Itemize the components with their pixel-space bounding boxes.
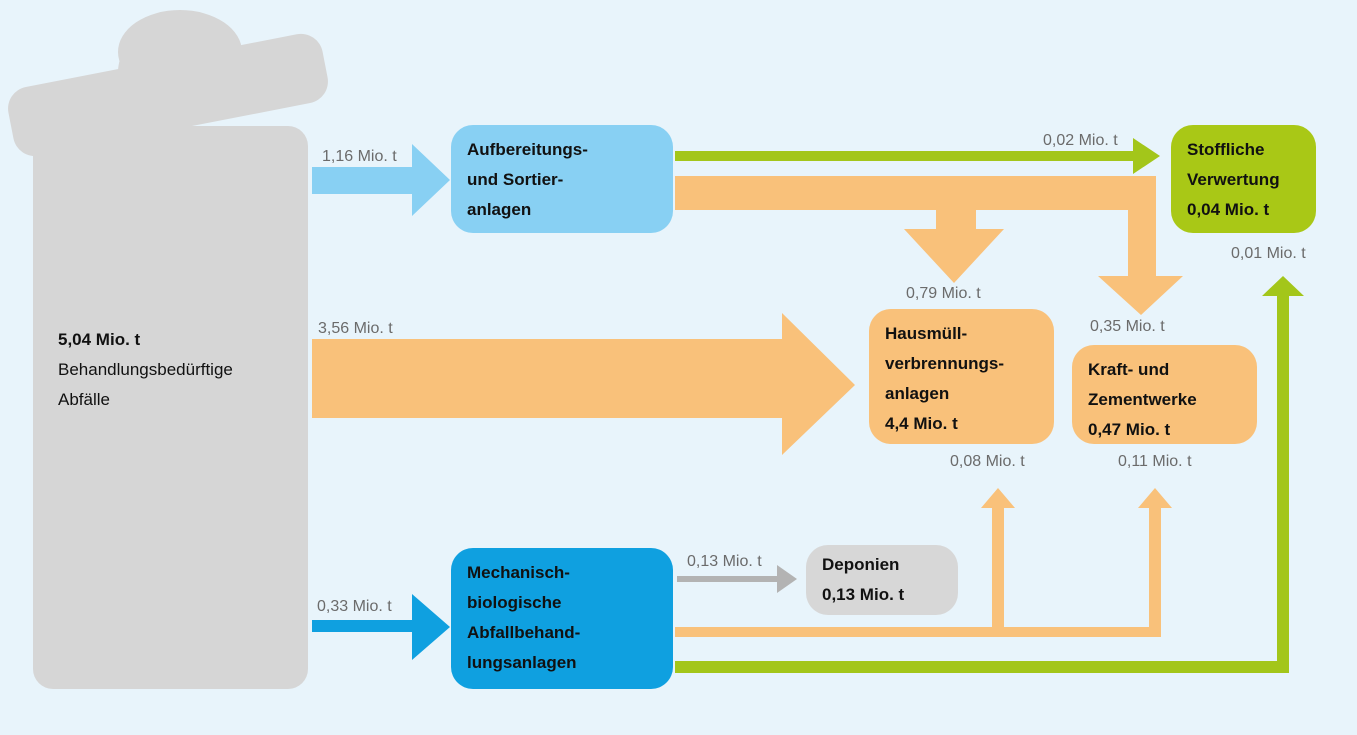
flow-label-mba-stoff: 0,01 Mio. t (1231, 245, 1306, 262)
mba-line2: biologische (467, 593, 562, 612)
flow-label-mba-hmva: 0,08 Mio. t (950, 453, 1025, 470)
bin-label: Behandlungsbedürftige (58, 360, 233, 379)
node-incineration: Hausmüll- verbrennungs- anlagen 4,4 Mio.… (869, 309, 1054, 444)
flow-label-bin-sort: 1,16 Mio. t (322, 148, 397, 165)
sorting-line2: und Sortier- (467, 170, 564, 189)
deponie-line1: Deponien (822, 555, 900, 574)
flow-label-mba-kraft: 0,11 Mio. t (1118, 453, 1192, 470)
hmva-line3: anlagen (885, 384, 950, 403)
flow-label-bin-hmva: 3,56 Mio. t (318, 320, 393, 337)
bin-label-2: Abfälle (58, 390, 110, 409)
mba-line1: Mechanisch- (467, 563, 570, 582)
flow-label-bin-mba: 0,33 Mio. t (317, 598, 392, 615)
sorting-line1: Aufbereitungs- (467, 140, 588, 159)
node-mba: Mechanisch- biologische Abfallbehand- lu… (451, 548, 673, 689)
node-material-recovery: Stoffliche Verwertung 0,04 Mio. t (1171, 125, 1316, 233)
node-sorting-plants: Aufbereitungs- und Sortier- anlagen (451, 125, 673, 233)
hmva-value: 4,4 Mio. t (885, 414, 958, 433)
node-power-cement: Kraft- und Zementwerke 0,47 Mio. t (1072, 345, 1257, 444)
flow-label-mba-deponie: 0,13 Mio. t (687, 553, 762, 570)
arrow-mba-to-deponie (677, 565, 797, 593)
bin-lid (8, 33, 328, 157)
bin-body (33, 126, 308, 689)
arrow-bin-to-hmva (312, 313, 855, 455)
mba-line4: lungsanlagen (467, 653, 577, 672)
arrow-bin-to-mba (312, 594, 450, 660)
arrow-sort-to-stoff (675, 138, 1160, 174)
flow-label-sort-kraft: 0,35 Mio. t (1090, 318, 1165, 335)
stoff-value: 0,04 Mio. t (1187, 200, 1270, 219)
stoff-line2: Verwertung (1187, 170, 1280, 189)
bin-total-value: 5,04 Mio. t (58, 330, 141, 349)
flow-label-sort-hmva: 0,79 Mio. t (906, 285, 981, 302)
deponie-value: 0,13 Mio. t (822, 585, 905, 604)
stoff-line1: Stoffliche (1187, 140, 1265, 159)
sorting-line3: anlagen (467, 200, 532, 219)
hmva-line2: verbrennungs- (885, 354, 1005, 373)
kraft-value: 0,47 Mio. t (1088, 420, 1171, 439)
kraft-line1: Kraft- und (1088, 360, 1170, 379)
arrow-bin-to-sort (312, 144, 450, 216)
bin-label-box: 5,04 Mio. t Behandlungsbedürftige Abfäll… (42, 325, 249, 415)
hmva-line1: Hausmüll- (885, 324, 968, 343)
arrow-sort-to-hmva (675, 176, 1183, 315)
node-landfill: Deponien 0,13 Mio. t (806, 545, 958, 615)
kraft-line2: Zementwerke (1088, 390, 1197, 409)
mba-line3: Abfallbehand- (467, 623, 581, 642)
flow-label-sort-stoff: 0,02 Mio. t (1043, 132, 1118, 149)
